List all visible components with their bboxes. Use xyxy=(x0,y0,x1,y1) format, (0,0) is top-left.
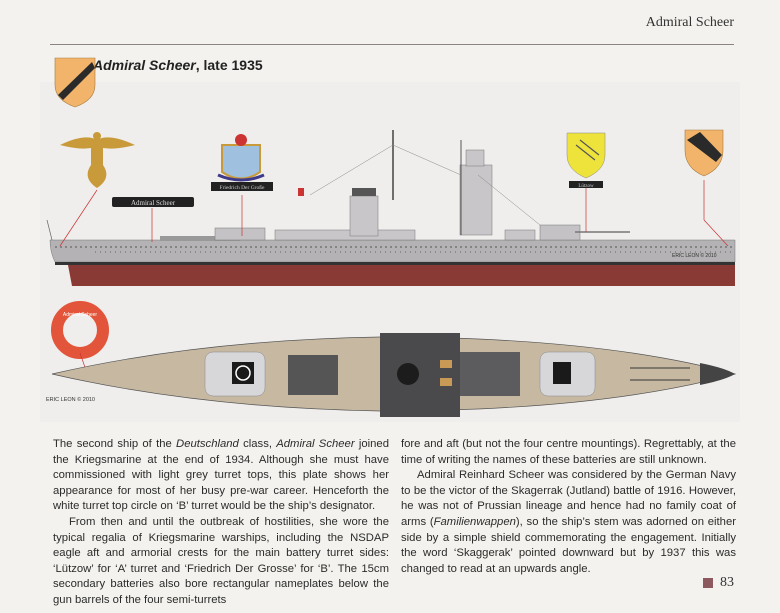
artist-credit: ERIC LEON © 2010 xyxy=(672,252,717,259)
text-run: joined the Kriegsmarine at the end of 19… xyxy=(53,438,389,513)
text-run: fore and aft (but not the four centre mo… xyxy=(401,438,736,466)
body-column-left: The second ship of the Deutschland class… xyxy=(53,437,389,609)
header-rule xyxy=(50,44,734,45)
ladder-shield-icon xyxy=(566,132,606,179)
artist-credit: ERIC LEON © 2010 xyxy=(46,396,95,403)
paragraph: Admiral Reinhard Scheer was considered b… xyxy=(401,468,736,577)
ship-profile xyxy=(46,130,736,286)
illustration-label: Lützow xyxy=(578,184,594,189)
paragraph: The second ship of the Deutschland class… xyxy=(53,437,389,515)
nameplate-admiral-scheer: Admiral Scheer xyxy=(112,197,194,207)
text-run: Deutschland xyxy=(176,438,239,450)
caption-ship-name: Admiral Scheer xyxy=(93,57,196,73)
text-run: class, xyxy=(238,438,277,450)
lifebuoy-icon: Admiral Scheer xyxy=(51,301,109,359)
ship-illustration: Admiral Scheer Friedrich Der Große Lützo… xyxy=(46,57,737,417)
folio-marker xyxy=(703,578,713,588)
caption-date: , late 1935 xyxy=(195,57,263,73)
text-run: Admiral Scheer xyxy=(276,438,355,450)
page-number: 83 xyxy=(703,575,734,591)
body-column-right: fore and aft (but not the four centre mo… xyxy=(401,437,736,577)
text-run: ), so the ship’s stem was adorned on eit… xyxy=(401,515,736,575)
text-run: Familienwappen xyxy=(433,515,516,528)
eagle-emblem-icon xyxy=(60,132,135,188)
illustration-label: Admiral Scheer xyxy=(63,312,98,318)
paragraph: From then and until the outbreak of host… xyxy=(53,515,389,609)
skagerrak-shield-icon xyxy=(54,57,96,108)
text-run: Admiral Reinhard Scheer was considered b… xyxy=(401,469,736,528)
illustration-label: Friedrich Der Große xyxy=(220,184,265,191)
crest-emblem-icon xyxy=(217,134,265,182)
plate-caption: Admiral Scheer, late 1935 xyxy=(93,57,263,73)
illustration-label: Admiral Scheer xyxy=(131,199,176,207)
skagerrak-shield-icon xyxy=(684,129,724,177)
nameplate-lutzow xyxy=(569,181,603,188)
text-run: From then and until the outbreak of host… xyxy=(53,515,389,606)
ship-plan-view xyxy=(51,333,737,417)
running-head: Admiral Scheer xyxy=(645,15,734,30)
page-number-text: 83 xyxy=(720,575,734,590)
text-run: The second ship of the xyxy=(53,438,177,450)
nameplate-friedrich xyxy=(211,182,273,191)
paragraph: fore and aft (but not the four centre mo… xyxy=(401,437,736,468)
